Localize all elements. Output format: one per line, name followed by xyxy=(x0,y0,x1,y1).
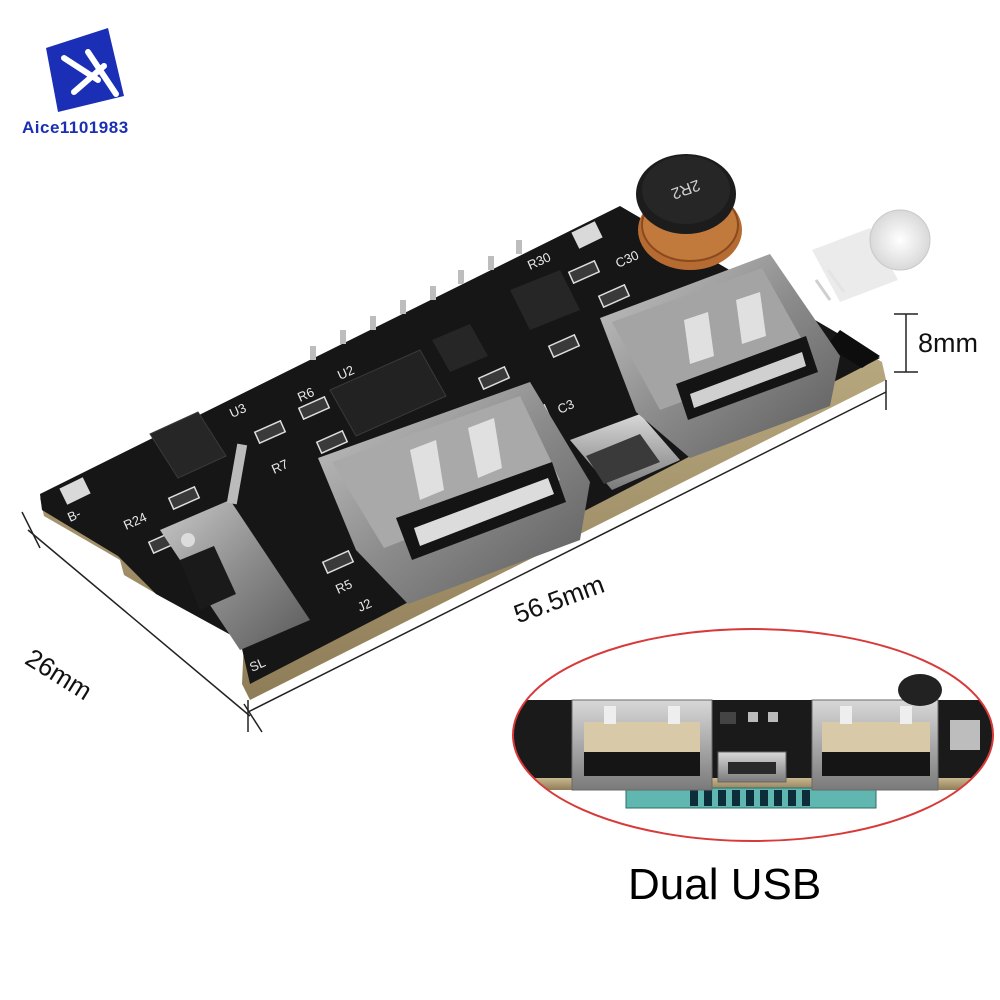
pcb-board: U3 R6 U2 R7 R24 R5 J2 SL B- C30 C3 R30 2… xyxy=(40,154,931,700)
label-u3: U3 xyxy=(227,400,248,420)
label-b-minus: B- xyxy=(65,506,83,525)
label-j2: J2 xyxy=(355,595,374,614)
push-switch xyxy=(160,443,310,650)
dual-usb-inset xyxy=(512,628,994,842)
inset-caption: Dual USB xyxy=(628,860,822,909)
label-u2: U2 xyxy=(335,362,356,382)
label-r7: R7 xyxy=(269,456,290,476)
brand-name: Aice1101983 xyxy=(22,118,129,137)
usb-port-back xyxy=(600,254,840,458)
label-c3: C3 xyxy=(555,396,576,416)
watermark: Aice1101983 xyxy=(480,576,635,606)
inductor: 2R2 xyxy=(636,154,742,270)
label-sl: SL xyxy=(247,655,268,675)
dimension-lines xyxy=(21,313,918,733)
label-r5: R5 xyxy=(333,576,354,596)
brand-logo xyxy=(46,28,124,112)
height-dimension-label: 8mm xyxy=(918,328,978,358)
led xyxy=(812,209,931,302)
micro-usb-port xyxy=(570,414,680,490)
usb-port-front xyxy=(318,382,590,604)
label-r6: R6 xyxy=(295,384,316,404)
